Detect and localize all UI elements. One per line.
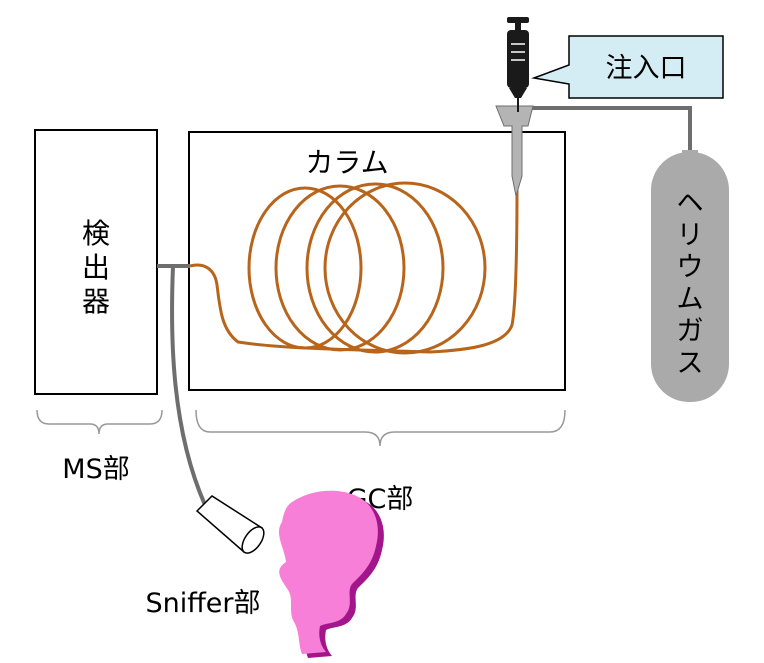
helium-gas-label-char-5: ガ xyxy=(677,316,704,347)
syringe-plunger-cap xyxy=(507,17,529,23)
helium-gas-label-char-3: ウ xyxy=(677,252,704,283)
helium-gas-label-char-2: リ xyxy=(677,220,704,251)
gas-cylinder-icon xyxy=(651,150,729,402)
sniffer-section-label: Sniffer部 xyxy=(145,588,260,619)
syringe-plunger-rod xyxy=(515,23,521,31)
detector-label: 検 出 器 xyxy=(82,217,110,318)
column-coil-loop-4 xyxy=(323,181,487,355)
column-coil-loop-1 xyxy=(247,186,363,350)
helium-gas-label-char-6: ス xyxy=(677,348,704,379)
callout-bubble xyxy=(531,35,724,99)
column-coil-loop-2 xyxy=(274,184,406,352)
cylinder-body xyxy=(651,152,729,402)
helium-line xyxy=(528,106,692,160)
column-label: カラム xyxy=(305,146,388,179)
helium-gas-label: ヘ リ ウ ム ガ ス xyxy=(677,188,704,379)
syringe-icon xyxy=(507,17,529,112)
head-silhouette xyxy=(278,490,378,654)
column-coil-loop-3 xyxy=(305,182,445,354)
sniffer-line xyxy=(170,265,207,506)
detector-label-char-2: 出 xyxy=(82,251,110,284)
gc-section-brace xyxy=(195,409,566,447)
column-coil xyxy=(189,181,519,355)
ms-section-label: MS部 xyxy=(62,454,129,485)
injection-port-label: 注入口 xyxy=(606,53,687,84)
syringe-tip xyxy=(509,88,527,98)
helium-gas-label-char-4: ム xyxy=(677,284,704,315)
injection-port-callout: 注入口 xyxy=(531,35,724,99)
syringe-barrel xyxy=(507,30,529,88)
section-braces xyxy=(36,409,566,447)
sniffer-cone-mouth xyxy=(241,526,265,554)
helium-gas-label-char-1: ヘ xyxy=(677,188,704,219)
ms-detector-box xyxy=(34,129,158,395)
injection-port xyxy=(495,105,534,197)
column-coil-lead-in xyxy=(189,184,519,354)
detector-label-char-1: 検 xyxy=(82,217,110,250)
ms-section-brace xyxy=(36,409,163,435)
detector-label-char-3: 器 xyxy=(82,285,110,318)
injector-body xyxy=(495,105,534,197)
sniffer-cone-icon xyxy=(195,495,265,554)
human-head-icon xyxy=(278,490,384,658)
